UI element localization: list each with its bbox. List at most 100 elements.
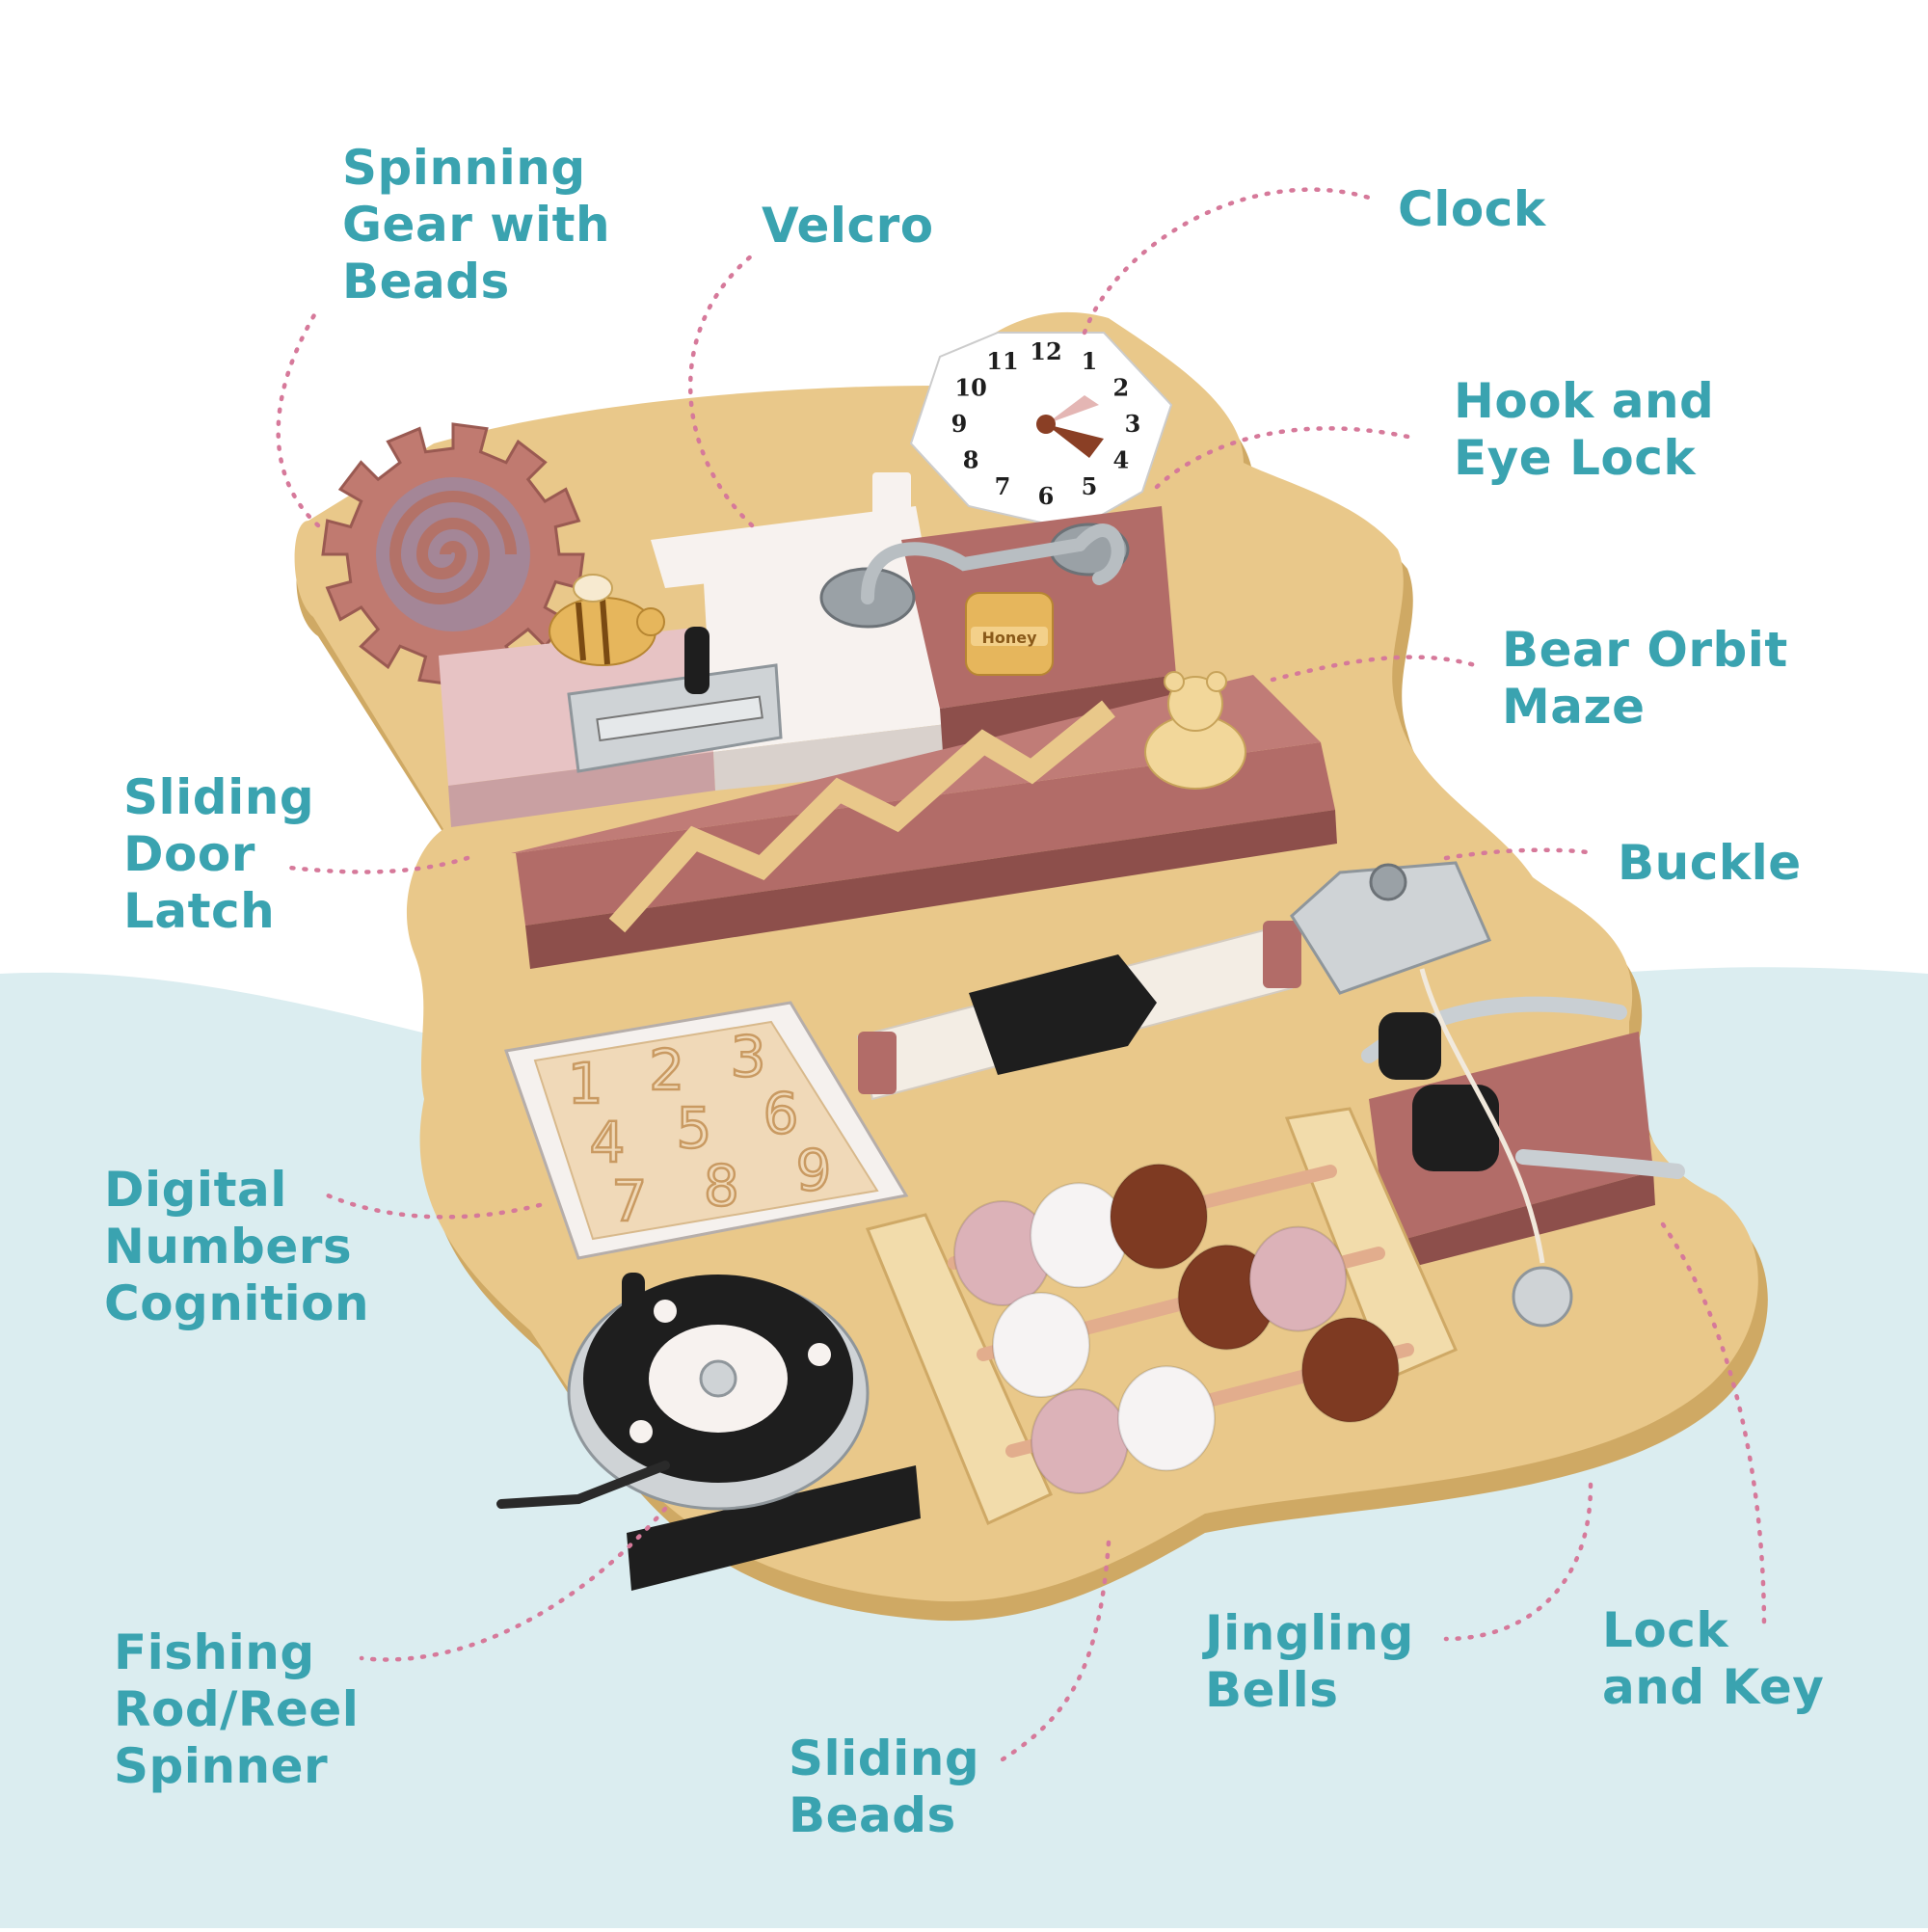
number-tile[interactable]: 3	[729, 1023, 766, 1091]
clock-center-pin	[1036, 415, 1056, 434]
cam-lock-body	[1290, 861, 1492, 995]
connector-numbers	[325, 1193, 543, 1220]
fishing-rod[interactable]	[496, 1461, 670, 1509]
label-line: Velcro	[762, 198, 934, 254]
label-line: Fishing	[114, 1624, 315, 1680]
number-tile[interactable]: 7	[610, 1167, 648, 1236]
connector-maze	[1270, 655, 1478, 683]
number-tile[interactable]: 1	[566, 1050, 603, 1118]
reel-screw	[699, 1359, 737, 1398]
abacus-bead[interactable]	[1300, 1316, 1400, 1423]
label-velcro: Velcro	[762, 198, 934, 255]
clock-number: 3	[1125, 410, 1141, 438]
reel-dot-1	[654, 1300, 677, 1323]
strap-anchor-left	[858, 1032, 897, 1094]
label-line: Lock	[1602, 1602, 1729, 1658]
velcro-strip[interactable]	[651, 472, 925, 588]
label-line: Numbers	[104, 1219, 353, 1275]
number-tile[interactable]: 5	[675, 1094, 712, 1163]
number-tile[interactable]: 8	[703, 1152, 740, 1221]
label-line: Buckle	[1618, 835, 1802, 891]
label-line: Bear Orbit	[1502, 622, 1788, 678]
number-tile[interactable]: 9	[794, 1137, 832, 1205]
bear-slider[interactable]	[1144, 671, 1246, 790]
honey-pot-decoration: Honey	[965, 592, 1054, 676]
maze-zigzag-track[interactable]	[608, 700, 1115, 933]
clock-number: 7	[995, 472, 1011, 500]
clock-number: 1	[1082, 347, 1098, 375]
label-line: Spinner	[114, 1738, 329, 1794]
lock-cylinder[interactable]	[1369, 863, 1407, 901]
number-tile[interactable]: 2	[648, 1036, 685, 1105]
abacus-bead[interactable]	[1031, 1388, 1129, 1494]
label-clock: Clock	[1398, 181, 1546, 238]
label-line: Sliding	[123, 769, 315, 825]
bee-wing	[573, 574, 613, 603]
connector-bells	[1443, 1482, 1593, 1642]
fishing-reel-spinner[interactable]	[496, 1273, 921, 1591]
latch-bolt[interactable]	[596, 695, 763, 742]
abacus-bead[interactable]	[992, 1292, 1090, 1398]
connector-key	[1660, 1221, 1767, 1632]
sliding-door-latch[interactable]	[567, 627, 783, 773]
honey-label-band	[971, 627, 1048, 646]
label-line: Digital	[104, 1162, 287, 1218]
latch-handle[interactable]	[684, 627, 710, 694]
key-holder-side	[1388, 1171, 1655, 1273]
label-line: Rod/Reel	[114, 1681, 360, 1737]
reel-handle[interactable]	[622, 1273, 645, 1350]
abacus-bead[interactable]	[1110, 1163, 1208, 1270]
clock-number: 5	[1082, 472, 1098, 500]
clock-minute-hand[interactable]	[1046, 395, 1099, 424]
strap-anchor-right	[1263, 921, 1301, 988]
sliding-beads-abacus[interactable]	[865, 1107, 1458, 1526]
jingling-bell[interactable]	[1512, 1266, 1573, 1328]
label-line: Beads	[789, 1787, 956, 1843]
velcro-tab[interactable]	[651, 506, 925, 588]
key-two-blade[interactable]	[1515, 1149, 1685, 1179]
key-one-head[interactable]	[1379, 1012, 1441, 1080]
label-line: Door	[123, 826, 255, 882]
bear-orbit-maze[interactable]	[511, 671, 1337, 969]
bear-ear-right	[1206, 671, 1227, 692]
maze-panel-front	[516, 742, 1335, 926]
reel-dot-3	[629, 1420, 653, 1443]
label-buckle: Buckle	[1618, 835, 1802, 892]
maze-panel-top	[511, 675, 1321, 853]
lock-and-key[interactable]	[1290, 861, 1685, 1328]
clock-number: 12	[1030, 337, 1061, 365]
hook-end[interactable]	[1073, 523, 1125, 585]
hook-and-eye-lock[interactable]	[819, 523, 1130, 629]
number-puzzle-board	[533, 1020, 879, 1241]
clock-hour-hand[interactable]	[1046, 424, 1104, 458]
gear-spiral-groove	[388, 491, 517, 604]
bee-decoration	[549, 574, 665, 666]
abacus-bead[interactable]	[1117, 1365, 1216, 1472]
clock-number: 10	[954, 374, 986, 402]
connector-reel	[359, 1506, 668, 1662]
abacus-bead[interactable]	[1248, 1225, 1348, 1332]
hook-rod[interactable]	[861, 538, 1086, 604]
abacus-left-post	[865, 1213, 1053, 1526]
label-line: Beads	[342, 254, 510, 309]
pink-panel-side	[448, 752, 715, 827]
bear-ear-left	[1164, 671, 1185, 692]
connector-clock	[1082, 187, 1372, 335]
label-line: Maze	[1502, 679, 1646, 735]
key-two-head[interactable]	[1412, 1085, 1499, 1171]
label-line: Latch	[123, 883, 276, 939]
number-tile[interactable]: 4	[588, 1109, 626, 1177]
bee-stripes	[576, 598, 610, 665]
buckle-clasp[interactable]	[969, 954, 1157, 1075]
buckle[interactable]	[856, 921, 1301, 1101]
spinning-gear[interactable]	[321, 422, 585, 686]
connector-hook	[1154, 426, 1420, 490]
number-tile[interactable]: 6	[762, 1080, 799, 1148]
